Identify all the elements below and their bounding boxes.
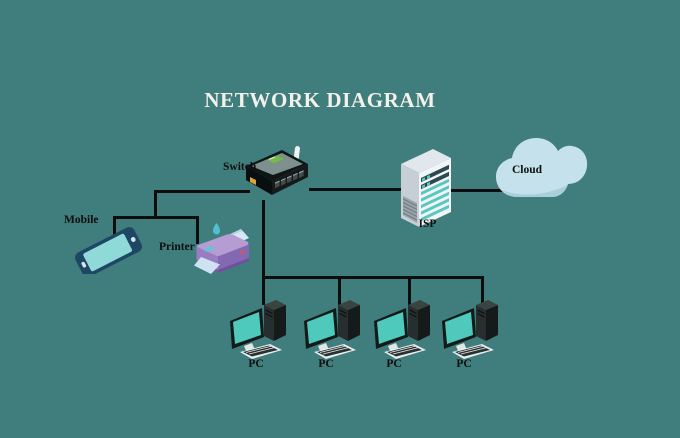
isp-label: ISP [418, 218, 437, 230]
connector-isp-cloud [450, 189, 525, 192]
connector-pc3-drop [408, 276, 411, 305]
connector-printer-drop [196, 216, 199, 244]
connector-mobile-drop [113, 216, 116, 246]
pc1-icon [228, 297, 292, 363]
cloud-label: Cloud [512, 164, 543, 176]
pc3-label: PC [386, 358, 402, 370]
connector-switch-left [154, 190, 250, 193]
connector-pc4-drop [481, 276, 484, 305]
cloud-icon [493, 131, 589, 207]
connector-switch-down [262, 200, 265, 279]
connector-pc1-drop [262, 276, 265, 305]
switch-icon [242, 146, 312, 208]
pc2-label: PC [318, 358, 334, 370]
connector-left-bus [113, 216, 199, 219]
mobile-icon [66, 222, 150, 274]
connector-left-riser [154, 190, 157, 219]
pc4-icon [440, 297, 504, 363]
pc3-icon [372, 297, 436, 363]
pc2-icon [302, 297, 366, 363]
pc1-label: PC [248, 358, 264, 370]
page-title: NETWORK DIAGRAM [204, 88, 436, 112]
switch-label: Switch [223, 161, 257, 173]
printer-icon [186, 222, 256, 280]
mobile-label: Mobile [64, 214, 99, 226]
connector-switch-isp [309, 188, 402, 191]
pc4-label: PC [456, 358, 472, 370]
connector-pc-bus [262, 276, 484, 279]
isp-server-icon [396, 144, 456, 230]
printer-label: Printer [159, 241, 195, 253]
connector-pc2-drop [338, 276, 341, 305]
